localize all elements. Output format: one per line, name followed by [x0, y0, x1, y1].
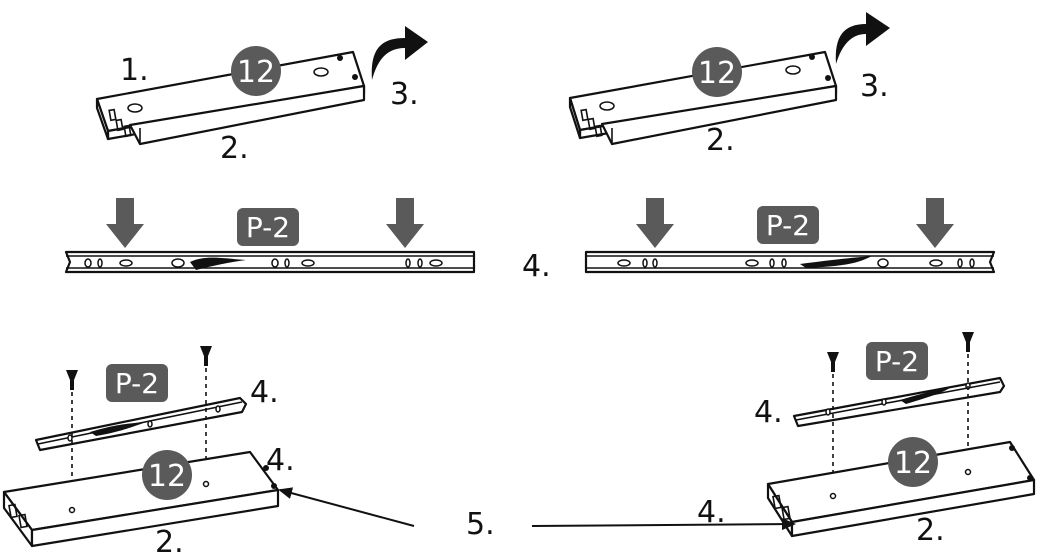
step-label: 3. [390, 77, 419, 112]
screw-icon [827, 352, 839, 372]
step-label: 5. [466, 507, 495, 542]
panel-top-left: 12 [95, 46, 366, 146]
panel-number-badge: 12 [148, 459, 186, 494]
part-tag: P-2 [866, 342, 928, 380]
part-tag: P-2 [757, 206, 819, 244]
svg-text:P-2: P-2 [115, 367, 159, 400]
down-arrow-icon [106, 198, 144, 248]
svg-text:P-2: P-2 [246, 211, 290, 244]
screw-icon [962, 332, 974, 352]
panel-number-badge: 12 [698, 56, 736, 91]
rail-right [584, 250, 996, 274]
svg-text:P-2: P-2 [875, 345, 919, 378]
part-tag: P-2 [237, 208, 299, 246]
step-label: 4. [250, 375, 279, 410]
screw-icon [200, 346, 212, 366]
step-label: 4. [266, 443, 295, 478]
panel-number-badge: 12 [237, 55, 275, 90]
step-label: 2. [706, 123, 735, 158]
step-label: 4. [522, 249, 551, 284]
panel-top-right: 12 [568, 47, 838, 146]
step-label: 2. [155, 525, 184, 555]
pointer-arrow-icon [531, 518, 796, 531]
curved-arrow-icon [835, 12, 890, 64]
pointer-arrow-icon [278, 487, 415, 527]
bottom-right-assembly: P-2 12 [766, 332, 1036, 538]
down-arrow-icon [636, 198, 674, 248]
step-label: 4. [754, 395, 783, 430]
curved-arrow-icon [371, 26, 428, 80]
step-label: 1. [120, 53, 149, 88]
down-arrow-icon [916, 198, 954, 248]
down-arrow-icon [386, 198, 424, 248]
step-label: 3. [860, 69, 889, 104]
part-tag: P-2 [106, 364, 168, 402]
step-label: 2. [220, 131, 249, 166]
rail-left [64, 250, 476, 274]
panel-number-badge: 12 [894, 446, 932, 481]
screw-icon [66, 370, 78, 390]
bottom-left-assembly: P-2 12 [2, 346, 280, 548]
svg-text:P-2: P-2 [766, 209, 810, 242]
step-label: 2. [916, 513, 945, 548]
